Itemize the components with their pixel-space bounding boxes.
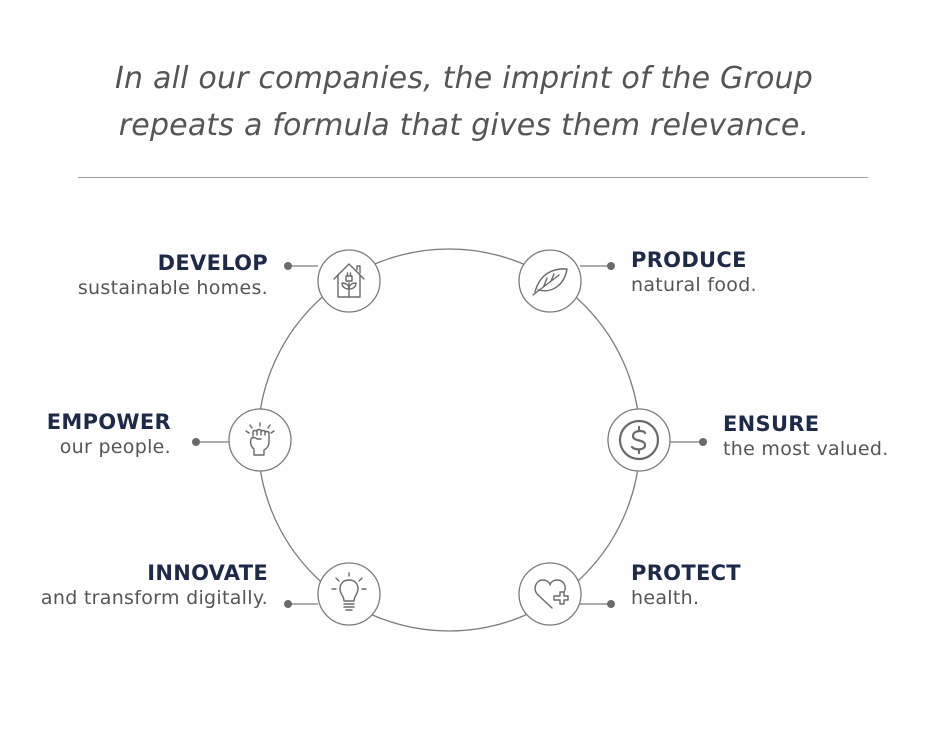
node-circle-protect [518,562,582,626]
node-ensure: ENSURE the most valued. [723,412,889,461]
lightbulb-icon [331,572,367,611]
node-circle-innovate [317,562,381,626]
node-empower: EMPOWER our people. [47,410,171,459]
connector-dot-ensure [699,438,707,446]
connector-dot-empower [192,438,200,446]
connector-dot-innovate [284,600,292,608]
house-plant-icon [333,263,365,298]
node-develop: DEVELOP sustainable homes. [78,251,268,300]
node-innovate: INNOVATE and transform digitally. [41,561,268,610]
node-produce: PRODUCE natural food. [631,248,757,297]
cycle-ring [257,248,641,632]
node-title-empower: EMPOWER [46,410,171,434]
headline-line-1: In all our companies, the imprint of the… [115,61,813,96]
node-title-produce: PRODUCE [631,248,747,272]
connector-dot-develop [284,262,292,270]
node-title-protect: PROTECT [631,561,741,585]
node-title-innovate: INNOVATE [147,561,268,585]
node-title-develop: DEVELOP [157,251,268,275]
node-desc-empower: our people. [59,436,171,459]
dollar-coin-icon [618,419,660,461]
connector-dot-protect [607,600,615,608]
leaf-icon [532,268,568,296]
headline: In all our companies, the imprint of the… [0,55,928,149]
node-protect: PROTECT health. [631,561,741,610]
node-title-ensure: ENSURE [723,412,820,436]
node-desc-ensure: the most valued. [723,438,889,461]
connectors [192,262,707,608]
raised-fist-icon [245,422,275,456]
heart-plus-icon [534,579,569,609]
node-circles [228,249,671,626]
node-desc-develop: sustainable homes. [77,277,268,300]
node-desc-produce: natural food. [631,274,757,297]
node-desc-protect: health. [631,587,700,610]
connector-dot-produce [607,262,615,270]
node-circle-produce [518,249,582,313]
node-circle-empower [228,408,292,472]
divider [78,177,868,178]
node-desc-innovate: and transform digitally. [40,587,268,610]
headline-line-2: repeats a formula that gives them releva… [118,108,810,143]
